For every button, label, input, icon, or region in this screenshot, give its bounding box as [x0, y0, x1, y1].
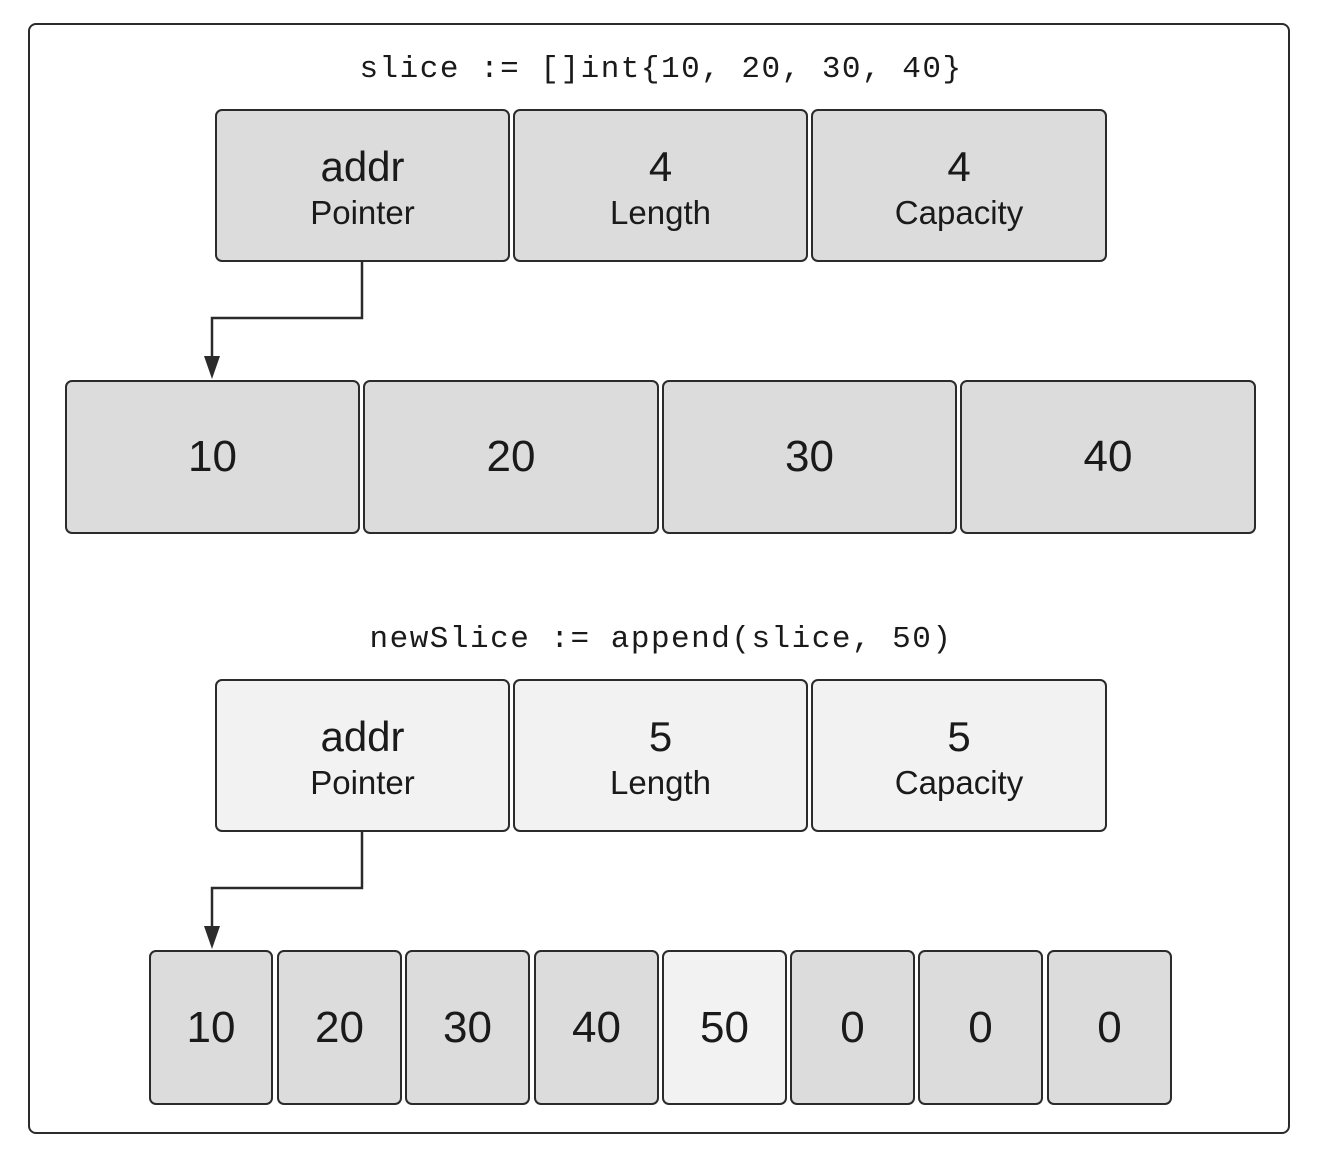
top-capacity-label: Capacity	[894, 193, 1024, 231]
bottom-capacity-box: 5 Capacity	[811, 679, 1107, 832]
top-length-value: 4	[648, 142, 673, 190]
bottom-array-cell: 20	[277, 950, 402, 1105]
top-length-label: Length	[610, 193, 711, 231]
top-capacity-box: 4 Capacity	[811, 109, 1107, 262]
bottom-array-cell: 0	[918, 950, 1043, 1105]
bottom-array-cell: 10	[149, 950, 273, 1105]
top-array-cell: 40	[960, 380, 1256, 534]
top-array-cell-value: 40	[1083, 432, 1133, 481]
bottom-array-cell-value: 0	[840, 1002, 865, 1052]
top-array-cell-value: 30	[785, 432, 834, 481]
top-pointer-label: Pointer	[310, 193, 415, 231]
bottom-array-cell: 30	[405, 950, 530, 1105]
bottom-array-cell-value: 40	[572, 1002, 621, 1052]
bottom-length-box: 5 Length	[513, 679, 808, 832]
bottom-pointer-box: addr Pointer	[215, 679, 510, 832]
top-array-cell: 10	[65, 380, 360, 534]
bottom-code-statement: newSlice := append(slice, 50)	[369, 622, 953, 657]
bottom-array-cell: 0	[1047, 950, 1172, 1105]
bottom-pointer-value: addr	[320, 712, 405, 760]
bottom-capacity-value: 5	[947, 712, 971, 760]
bottom-array-cell: 40	[534, 950, 659, 1105]
top-array-cell: 30	[662, 380, 957, 534]
top-pointer-value: addr	[320, 142, 405, 190]
top-length-box: 4 Length	[513, 109, 808, 262]
diagram-frame	[28, 23, 1290, 1134]
top-array-cell-value: 20	[486, 432, 536, 481]
bottom-capacity-label: Capacity	[894, 763, 1024, 801]
top-capacity-value: 4	[947, 142, 971, 190]
bottom-array-cell-value: 20	[315, 1002, 364, 1052]
bottom-array-cell-value: 0	[968, 1002, 993, 1052]
bottom-array-cell-value: 0	[1097, 1002, 1122, 1052]
bottom-array-cell-value: 10	[186, 1002, 236, 1052]
bottom-array-cell-value: 50	[700, 1002, 749, 1052]
bottom-array-cell: 0	[790, 950, 915, 1105]
top-code-statement: slice := []int{10, 20, 30, 40}	[359, 52, 963, 87]
bottom-array-cell-appended: 50	[662, 950, 787, 1105]
top-array-cell: 20	[363, 380, 659, 534]
bottom-pointer-label: Pointer	[310, 763, 415, 801]
bottom-length-value: 5	[648, 712, 673, 760]
top-array-cell-value: 10	[188, 432, 237, 481]
bottom-array-cell-value: 30	[443, 1002, 492, 1052]
top-pointer-box: addr Pointer	[215, 109, 510, 262]
bottom-length-label: Length	[610, 763, 711, 801]
